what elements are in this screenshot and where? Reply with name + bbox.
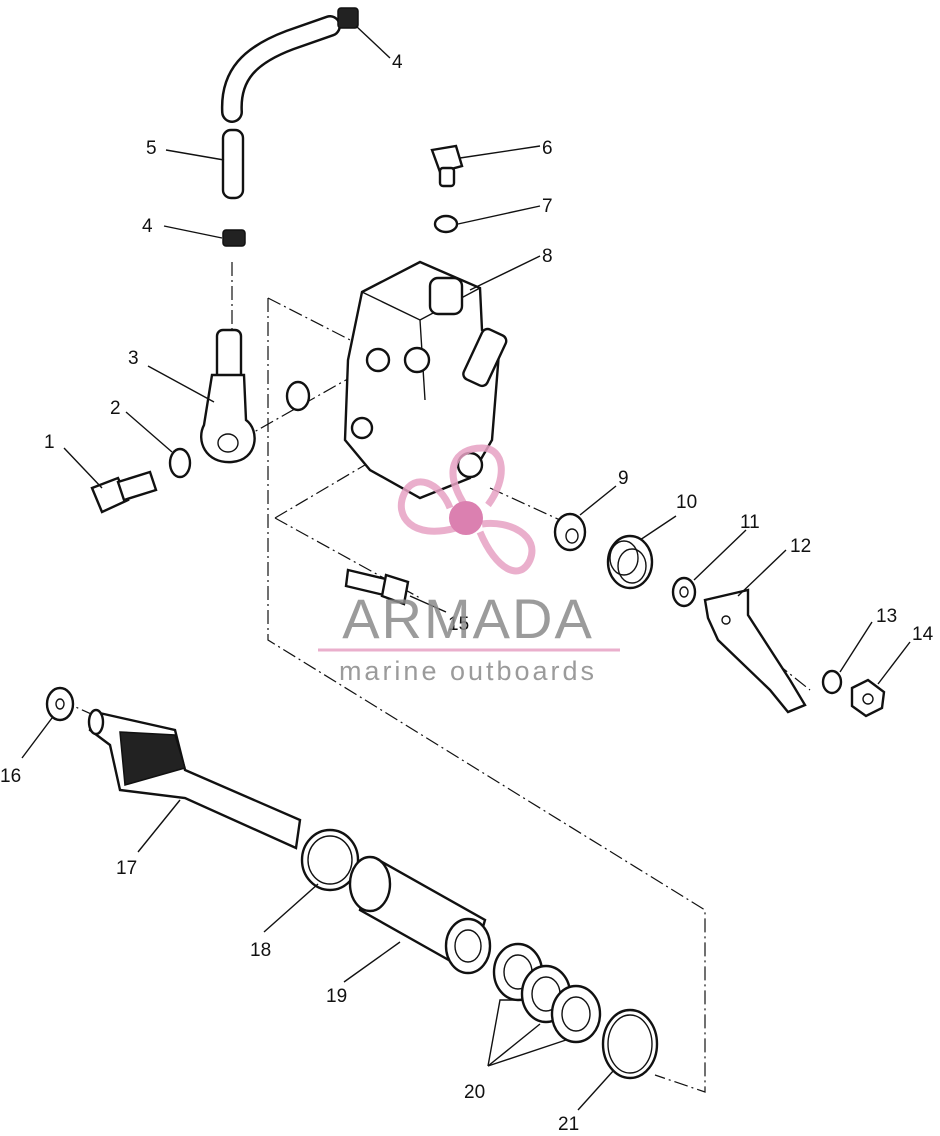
- callout-5: 5: [146, 138, 157, 159]
- screw-15: [344, 568, 410, 606]
- callout-1: 1: [44, 432, 55, 453]
- callout-17: 17: [116, 858, 137, 879]
- pump-outlet-nipple: [462, 327, 508, 388]
- collar-9: [553, 512, 587, 552]
- lever-12: [703, 588, 807, 714]
- washer-13: [821, 669, 843, 695]
- armada-watermark: ARMADA marine outboards: [318, 444, 620, 686]
- hose-clamp-upper: [337, 7, 359, 29]
- callout-2: 2: [110, 398, 121, 419]
- callout-13: 13: [876, 606, 897, 627]
- o-ring-18: [300, 828, 360, 892]
- callout-7: 7: [542, 196, 553, 217]
- banjo-fitting-body: [200, 373, 256, 464]
- callout-15: 15: [448, 614, 469, 635]
- washer-16: [45, 686, 75, 722]
- shims-20: [492, 942, 602, 1044]
- callout-14: 14: [912, 624, 934, 645]
- bleed-screw-6: [430, 144, 464, 174]
- fuel-hose-assembly: [220, 7, 359, 247]
- pump-top-boss: [428, 276, 464, 316]
- callout-16: 16: [0, 766, 21, 787]
- callout-9: 9: [618, 468, 629, 489]
- callout-12: 12: [790, 536, 811, 557]
- callout-6: 6: [542, 138, 553, 159]
- o-ring-21: [601, 1008, 659, 1080]
- leader-lines: [21, 25, 911, 1111]
- banjo-fitting-nipple: [215, 328, 243, 382]
- callout-18: 18: [250, 940, 271, 961]
- brand-tagline: marine outboards: [339, 656, 597, 686]
- callout-labels: 1 2 3 4 4 5 6 7 8 9 10 11 12 13 14 15 16…: [0, 52, 934, 1135]
- brand-name: ARMADA: [342, 587, 594, 650]
- callout-21: 21: [558, 1114, 579, 1131]
- callout-4-lower: 4: [142, 216, 153, 237]
- callout-8: 8: [542, 246, 553, 267]
- propeller-logo-icon: [397, 444, 536, 575]
- drive-shaft-assembly: [45, 686, 659, 1080]
- oil-pump-body: [343, 144, 508, 500]
- callout-4-upper: 4: [392, 52, 403, 73]
- nut-14: [850, 678, 886, 718]
- hose-short: [221, 128, 245, 200]
- callout-3: 3: [128, 348, 139, 369]
- spring-10: [606, 534, 654, 590]
- callout-20: 20: [464, 1082, 485, 1103]
- hose-clamp-lower: [222, 229, 246, 247]
- callout-11: 11: [740, 512, 760, 533]
- sealing-washer-2: [168, 447, 192, 479]
- gasket-7: [433, 214, 459, 234]
- sealing-washer-right: [285, 380, 311, 412]
- callout-10: 10: [676, 492, 697, 513]
- banjo-bolt-assembly: [90, 328, 311, 514]
- washer-11: [671, 576, 697, 608]
- control-lever-assembly: [553, 512, 886, 718]
- callout-19: 19: [326, 986, 347, 1007]
